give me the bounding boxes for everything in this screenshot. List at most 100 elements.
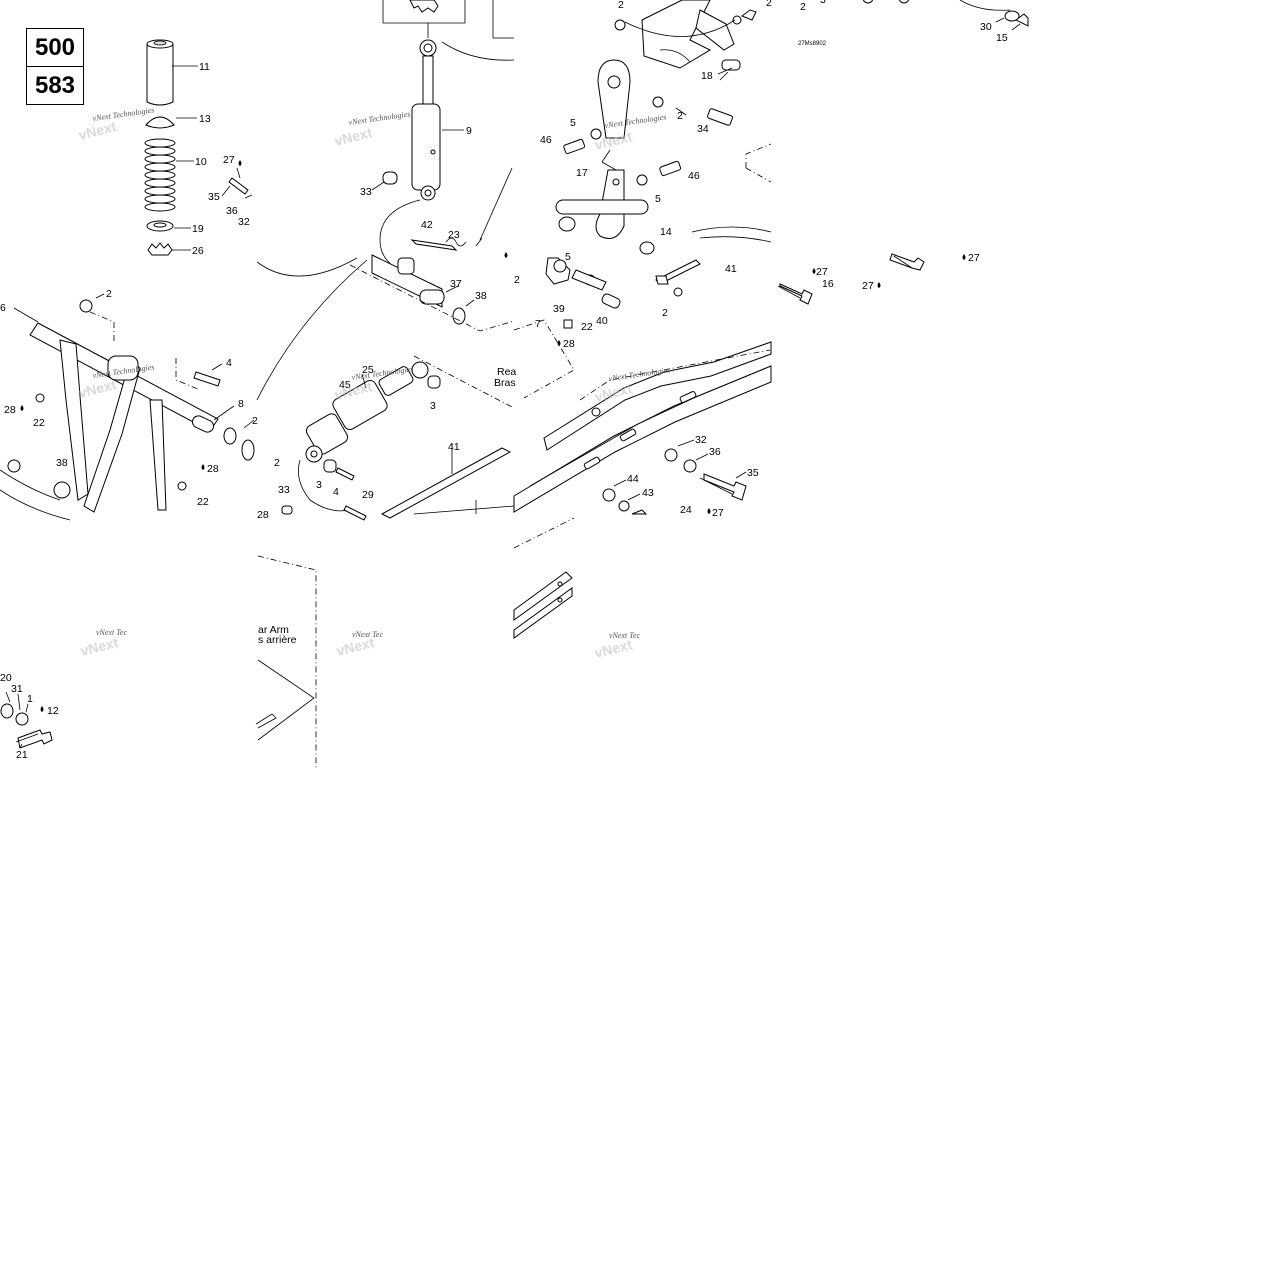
callout-46-right: 46	[688, 170, 700, 182]
callout-5: 5	[570, 117, 576, 129]
spring-boot-assembly	[144, 39, 253, 256]
callout-37: 37	[450, 278, 462, 290]
bolt-16	[777, 283, 813, 305]
callout-32-rail: 32	[695, 434, 707, 446]
callout-38: 38	[475, 290, 487, 302]
callout-6: 6	[0, 302, 6, 314]
svg-text:vNext: vNext	[79, 634, 120, 659]
callout-28-link: 28	[563, 338, 575, 350]
callout-27-rail: 27	[712, 507, 724, 519]
rear-shock	[256, 0, 515, 332]
callout-12: 12	[47, 705, 59, 717]
callout-36: 36	[226, 205, 238, 217]
svg-text:vNext Technologies: vNext Technologies	[348, 109, 411, 127]
svg-text:vNext Tec: vNext Tec	[352, 630, 383, 639]
rear-arm-link	[555, 0, 772, 255]
callout-15: 15	[996, 32, 1008, 44]
callout-27: 27	[223, 154, 235, 166]
callout-23: 23	[448, 229, 460, 241]
callout-4: 4	[226, 357, 232, 369]
note-bras-fragment: Bras	[494, 377, 516, 389]
callout-40: 40	[596, 315, 608, 327]
callout-2-edge: 2	[766, 0, 772, 9]
callout-2-arm: 2	[106, 288, 112, 300]
callout-41: 41	[725, 263, 737, 275]
callout-33: 33	[360, 186, 372, 198]
callout-25: 25	[362, 364, 374, 376]
callout-42: 42	[421, 219, 433, 231]
model-code-box: 500 583	[26, 28, 84, 105]
callout-13: 13	[199, 113, 211, 125]
callout-36-rail: 36	[709, 446, 721, 458]
callout-31: 31	[11, 683, 23, 695]
svg-text:vNext Technologies: vNext Technologies	[92, 105, 155, 123]
model-code-500: 500	[34, 34, 76, 61]
callout-27-right: 27	[968, 252, 980, 264]
note-rear-arm-fr: s arrière	[258, 634, 297, 646]
callout-22-low: 22	[197, 496, 209, 508]
figure-code: 27Ms8902	[798, 41, 827, 47]
front-shock	[255, 259, 515, 770]
callout-2-link: 2	[514, 274, 520, 286]
callout-35-rail: 35	[747, 467, 759, 479]
svg-text:vNext: vNext	[77, 376, 118, 401]
callout-20: 20	[0, 672, 12, 684]
model-code-583: 583	[27, 66, 83, 104]
callout-28-shock: 28	[257, 509, 269, 521]
callout-28: 28	[4, 404, 16, 416]
callout-46: 46	[540, 134, 552, 146]
callout-2-corner: 2	[800, 1, 806, 13]
callout-11: 11	[199, 61, 210, 73]
callout-5-link: 5	[565, 251, 571, 263]
callout-34: 34	[697, 123, 709, 135]
note-rear-arm-en: ar Arm	[258, 624, 289, 636]
callout-9: 9	[466, 125, 472, 137]
lubricant-drop-icons	[20, 160, 966, 712]
callout-28-low: 28	[207, 463, 219, 475]
slide-rail	[513, 257, 772, 639]
callout-3: 3	[430, 400, 436, 412]
callout-33-shock: 33	[278, 484, 290, 496]
front-bolt-assembly	[0, 691, 53, 749]
callout-24: 24	[680, 504, 692, 516]
callout-27-left: 27	[862, 280, 874, 292]
callout-26: 26	[192, 245, 204, 257]
callout-2-edge-arm: 2	[252, 415, 258, 427]
callout-7: 7	[535, 318, 541, 330]
callout-22: 22	[33, 417, 45, 429]
callout-22-link: 22	[581, 321, 593, 333]
front-arm	[0, 293, 255, 521]
callout-19: 19	[192, 223, 204, 235]
callout-45: 45	[339, 379, 351, 391]
callout-43: 43	[642, 487, 654, 499]
callout-18: 18	[701, 70, 713, 82]
callout-2-top: 2	[618, 0, 624, 11]
upper-right-fragment	[862, 0, 1029, 271]
callout-44: 44	[627, 473, 639, 485]
callout-5-right: 5	[655, 193, 661, 205]
callout-10: 10	[195, 156, 207, 168]
callout-38-arm: 38	[56, 457, 68, 469]
callout-3-shock: 3	[316, 479, 322, 491]
svg-text:vNext Tec: vNext Tec	[609, 631, 640, 640]
callout-27-bolt16: 27	[816, 266, 828, 278]
callout-35: 35	[208, 191, 220, 203]
callout-2-shock: 2	[274, 457, 280, 469]
svg-text:vNext Tec: vNext Tec	[96, 628, 127, 637]
callout-32: 32	[238, 216, 250, 228]
callout-3-corner: 3	[820, 0, 826, 6]
callout-21: 21	[16, 749, 28, 761]
callout-2-link-low: 2	[662, 307, 668, 319]
callout-4-shock: 4	[333, 486, 339, 498]
callout-41-shock: 41	[448, 441, 460, 453]
note-rear-fragment: Rea	[497, 366, 516, 378]
callout-30: 30	[980, 21, 992, 33]
callout-16: 16	[822, 278, 834, 290]
callout-17: 17	[576, 167, 588, 179]
callout-14: 14	[660, 226, 672, 238]
callout-2-right: 2	[677, 110, 683, 122]
callout-1: 1	[27, 693, 33, 705]
svg-text:vNext: vNext	[333, 124, 374, 149]
callout-39: 39	[553, 303, 565, 315]
